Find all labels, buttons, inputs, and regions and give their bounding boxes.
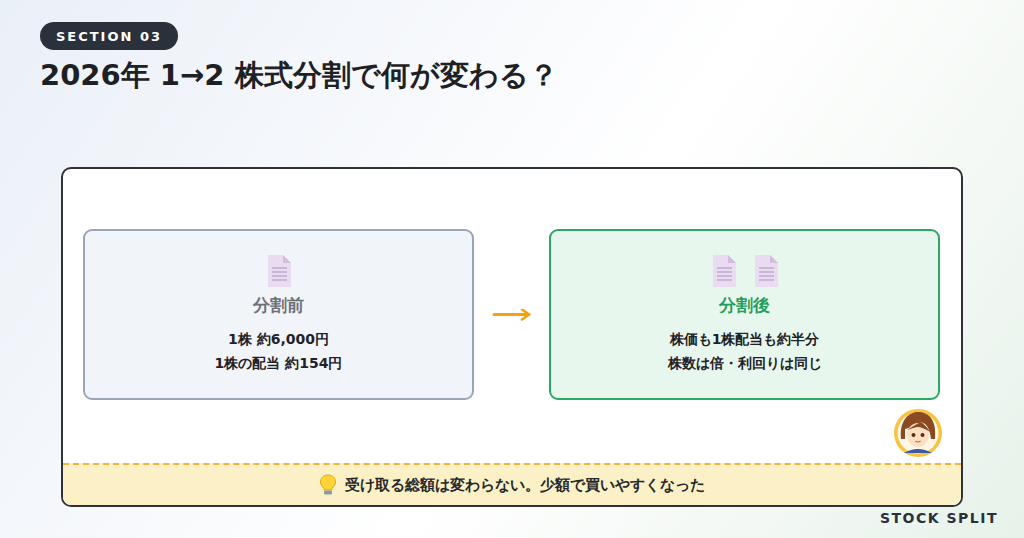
page-title: 2026年 1→2 株式分割で何が変わる？ [40, 56, 558, 96]
avatar-bangs [907, 422, 930, 432]
bulb-base [324, 491, 332, 495]
box-heading: 分割前 [253, 294, 304, 317]
document-line [759, 279, 774, 280]
bulb-glass [321, 475, 336, 490]
box-heading: 分割後 [719, 294, 770, 317]
box-body-line: 1株 約6,000円 [228, 327, 329, 352]
document-line [759, 275, 774, 276]
avatar-face [907, 423, 929, 447]
document-line [272, 275, 287, 276]
watermark-label: STOCK SPLIT [880, 510, 998, 526]
icon-row [711, 254, 779, 288]
note-band: 受け取る総額は変わらない。少額で買いやすくなった [63, 463, 961, 505]
document-line [272, 279, 287, 280]
document-line [717, 267, 732, 268]
document-icon [266, 254, 292, 288]
after-box: 分割後株価も1株配当も約半分株数は倍・利回りは同じ [549, 229, 940, 400]
document-icon [753, 254, 779, 288]
avatar-eye [921, 433, 925, 437]
document-fold [283, 255, 291, 263]
document-line [759, 267, 774, 268]
document-line [717, 275, 732, 276]
document-line [272, 271, 287, 272]
avatar-ring [894, 409, 942, 457]
document-fold [770, 255, 778, 263]
document-line [272, 267, 287, 268]
avatar-mouth [916, 441, 921, 442]
document-line [759, 271, 774, 272]
document-line [717, 279, 732, 280]
box-body-line: 株数は倍・利回りは同じ [668, 351, 822, 376]
avatar-eye [912, 433, 916, 437]
document-line [717, 271, 732, 272]
before-box: 分割前 1株 約6,000円1株の配当 約154円 [83, 229, 474, 400]
avatar-icon [894, 409, 942, 457]
icon-row [266, 254, 292, 288]
avatar-ground [898, 413, 939, 454]
note-text: 受け取る総額は変わらない。少額で買いやすくなった [345, 476, 705, 495]
box-body-line: 株価も1株配当も約半分 [670, 327, 820, 352]
box-body-line: 1株の配当 約154円 [215, 351, 343, 376]
document-sheet [713, 255, 736, 287]
document-icon [711, 254, 737, 288]
document-sheet [268, 255, 291, 287]
badge-text: SECTION 03 [56, 29, 162, 44]
avatar-collar [904, 449, 932, 453]
document-fold [728, 255, 736, 263]
bulb-icon [319, 474, 337, 496]
document-sheet [755, 255, 778, 287]
flow-arrow [494, 313, 529, 316]
avatar-hair [901, 412, 936, 439]
section-badge: SECTION 03 [40, 22, 178, 50]
